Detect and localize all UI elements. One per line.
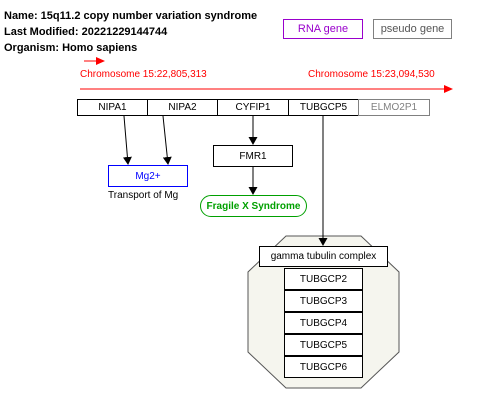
legend-pseudo-gene: pseudo gene	[373, 19, 452, 39]
complex-member-tubgcp5[interactable]: TUBGCP5	[284, 334, 363, 356]
transport-of-mg-label: Transport of Mg	[108, 190, 179, 201]
chromosome-end-label: Chromosome 15:23,094,530	[308, 69, 435, 80]
complex-member-tubgcp6[interactable]: TUBGCP6	[284, 356, 363, 378]
complex-title[interactable]: gamma tubulin complex	[259, 246, 388, 267]
disease-fragile-x-syndrome[interactable]: Fragile X Syndrome	[200, 195, 307, 217]
edge-nipa1-mg	[122, 115, 132, 165]
gene-fmr1[interactable]: FMR1	[213, 145, 293, 167]
chromosome-start-label: Chromosome 15:22,805,313	[80, 69, 207, 80]
complex-member-tubgcp3[interactable]: TUBGCP3	[284, 290, 363, 312]
gene-tubgcp5[interactable]: TUBGCP5	[288, 99, 359, 116]
gene-nipa2[interactable]: NIPA2	[147, 99, 218, 116]
metabolite-mg2plus[interactable]: Mg2+	[108, 165, 188, 187]
gene-nipa1[interactable]: NIPA1	[77, 99, 148, 116]
complex-member-tubgcp4[interactable]: TUBGCP4	[284, 312, 363, 334]
gene-cyfip1[interactable]: CYFIP1	[217, 99, 289, 116]
last-modified: Last Modified: 20221229144744	[4, 26, 168, 38]
edge-nipa2-mg	[162, 115, 172, 165]
gene-elmo2p1[interactable]: ELMO2P1	[358, 99, 430, 116]
legend-rna-gene: RNA gene	[283, 19, 363, 39]
pathway-name: Name: 15q11.2 copy number variation synd…	[4, 10, 258, 22]
complex-member-tubgcp2[interactable]: TUBGCP2	[284, 268, 363, 290]
organism: Organism: Homo sapiens	[4, 42, 138, 54]
